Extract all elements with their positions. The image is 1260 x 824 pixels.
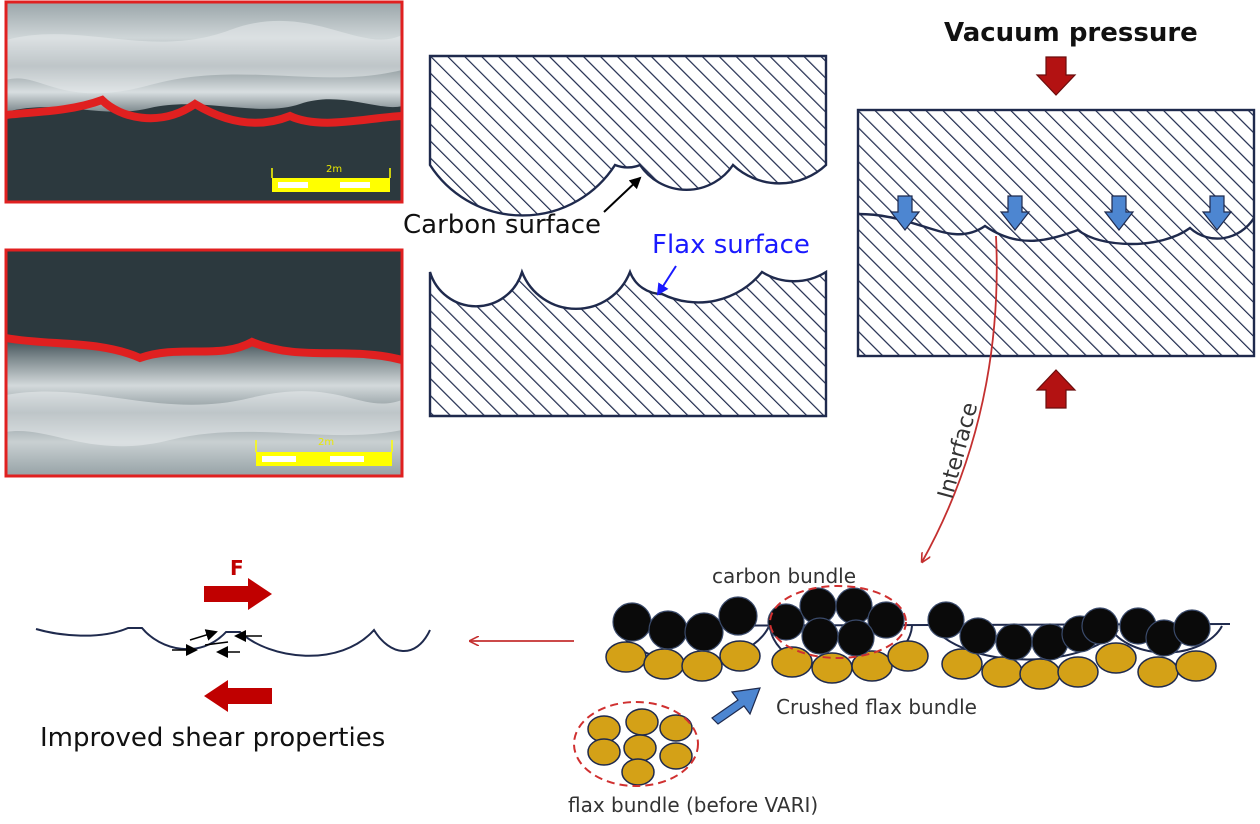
improved-shear-label: Improved shear properties <box>40 723 385 753</box>
carbon-surface-pointer <box>603 176 642 213</box>
scale-label-top: 2m <box>326 164 342 175</box>
interface-trace-top <box>5 95 403 127</box>
blue-down-arrow-icon <box>1201 195 1233 231</box>
flax-bundle-before-label: flax bundle (before VARI) <box>568 793 818 817</box>
micrograph-bottom: 2m <box>4 248 404 478</box>
interface-label: Interface <box>934 400 984 502</box>
carbon-bundle-label: carbon bundle <box>712 564 856 588</box>
blue-down-arrow-icon <box>1103 195 1135 231</box>
vacuum-pressure-label: Vacuum pressure <box>944 18 1198 48</box>
crush-arrow-icon <box>711 687 761 725</box>
pressure-arrow-up-icon <box>1035 369 1077 409</box>
blue-down-arrow-icon <box>999 195 1031 231</box>
carbon-bundle-highlight <box>769 585 907 659</box>
flax-block <box>428 268 828 418</box>
carbon-block <box>428 54 828 217</box>
scale-bar-top: 2m <box>271 164 391 192</box>
force-label: F <box>230 556 244 580</box>
shear-stress-arrows <box>172 629 262 658</box>
flax-surface-label: Flax surface <box>652 230 810 260</box>
blue-down-arrow-icon <box>889 195 921 231</box>
flax-surface-pointer <box>656 265 677 296</box>
flax-bundle-before <box>573 701 699 787</box>
micrograph-top: 2m <box>4 0 404 204</box>
blue-compression-arrows <box>889 195 1233 231</box>
scale-label-bottom: 2m <box>318 437 334 448</box>
crushed-flax-bundle-label: Crushed flax bundle <box>776 695 977 719</box>
carbon-surface-label: Carbon surface <box>403 210 601 240</box>
interface-trace-bottom <box>5 334 404 364</box>
interface-arrow <box>922 235 998 562</box>
scale-bar-bottom: 2m <box>255 437 393 466</box>
pressure-arrow-down-icon <box>1035 56 1077 96</box>
laminate-block <box>856 108 1256 358</box>
bundle-cluster <box>605 585 1231 690</box>
force-arrow-left-icon <box>204 680 272 712</box>
force-arrow-right-icon <box>204 578 272 610</box>
